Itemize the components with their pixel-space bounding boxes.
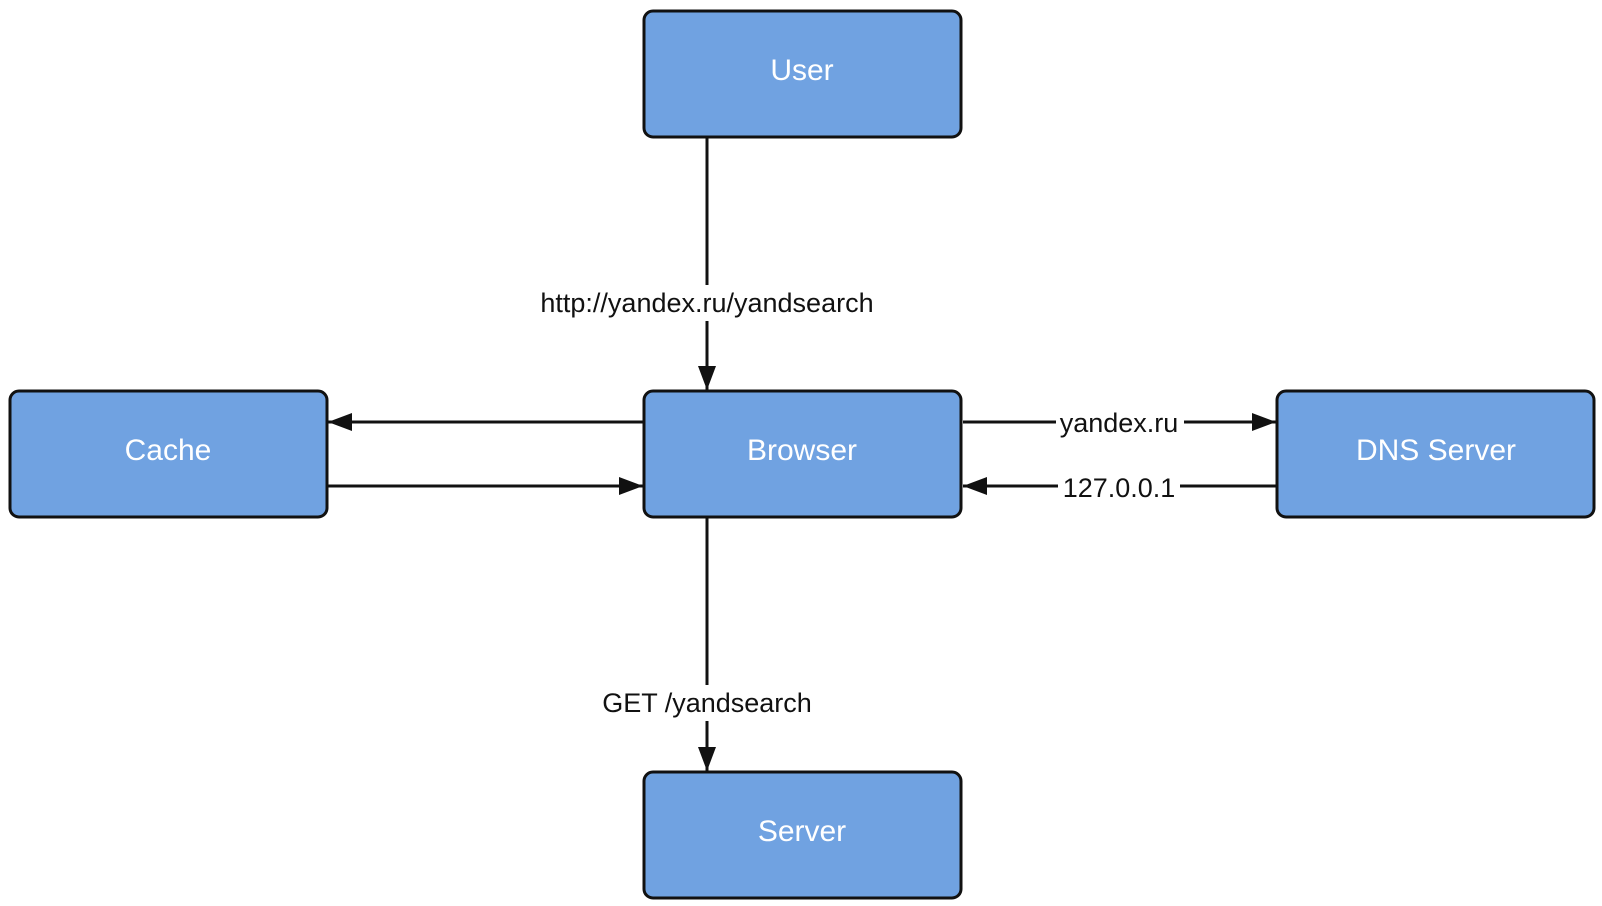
edge-label-get: GET /yandsearch [602,688,812,718]
node-user-box [642,9,963,139]
node-user: User [642,9,963,139]
node-dns-server: DNS Server [1275,389,1596,519]
node-browser: Browser [642,389,963,519]
node-browser-label: Browser [747,434,857,467]
node-cache: Cache [8,389,329,519]
edge-label-bg [528,285,886,321]
edge-label-url: http://yandex.ru/yandsearch [540,288,873,318]
node-server-box [642,770,963,900]
node-server-label: Server [758,815,846,848]
node-dns-box [1275,389,1596,519]
edge-browser-to-dns: yandex.ru [963,405,1276,439]
edge-dns-to-browser: 127.0.0.1 [963,469,1276,503]
edge-label-domain: yandex.ru [1060,408,1179,438]
edge-label-bg [592,685,824,721]
node-cache-label: Cache [125,434,212,467]
edge-label-bg [1056,405,1184,439]
edge-browser-to-server: GET /yandsearch [592,518,824,771]
edge-label-ip: 127.0.0.1 [1063,473,1176,503]
node-user-label: User [770,54,833,87]
edge-user-to-browser: http://yandex.ru/yandsearch [528,138,886,390]
node-server: Server [642,770,963,900]
node-browser-box [642,389,963,519]
edge-label-bg [1058,469,1180,503]
node-dns-label: DNS Server [1356,434,1516,467]
node-cache-box [8,389,329,519]
